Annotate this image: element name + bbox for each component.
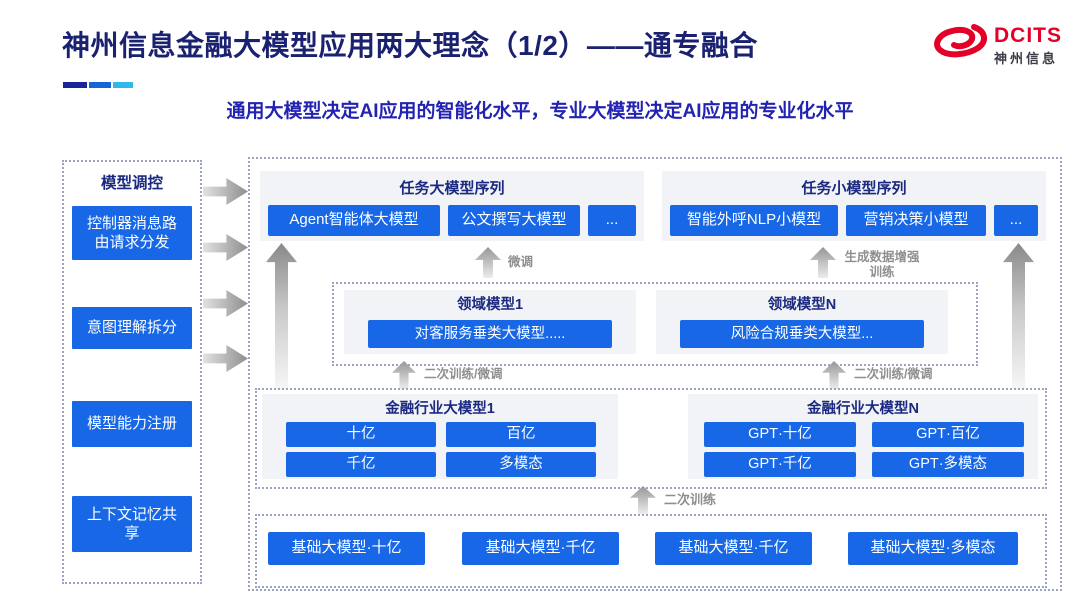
retrain-ft-left-label: 二次训练/微调: [424, 367, 503, 381]
industry-right-header: 金融行业大模型N: [807, 401, 919, 417]
dcits-company-text: 神州信息: [994, 51, 1059, 66]
agent-model-button: Agent智能体大模型: [268, 205, 440, 236]
task-large-more-button: ...: [588, 205, 636, 236]
sidebar-flow-arrow-2-icon: [203, 234, 248, 261]
retrain-ft-right-label: 二次训练/微调: [854, 367, 933, 381]
industry1-100b-button: 千亿: [286, 452, 436, 477]
sidebar-header: 模型调控: [100, 175, 163, 192]
document-writing-model-button: 公文撰写大模型: [448, 205, 580, 236]
industryN-gpt-10b-button: GPT·百亿: [872, 422, 1024, 447]
industryN-gpt-100b-button: GPT·千亿: [704, 452, 856, 477]
industryN-gpt-1b-button: GPT·十亿: [704, 422, 856, 447]
sidebar: 模型调控 控制器消息路由请求分发 意图理解拆分 模型能力注册 上下文记忆共享: [62, 160, 202, 584]
industry1-1b-button: 十亿: [286, 422, 436, 447]
industry-left-header: 金融行业大模型1: [385, 401, 495, 417]
marketing-decision-model-button: 营销决策小模型: [846, 205, 986, 236]
subtitle: 通用大模型决定AI应用的智能化水平，专业大模型决定AI应用的专业化水平: [226, 101, 854, 122]
base-model-1b-button: 基础大模型·十亿: [268, 532, 425, 565]
industry1-multimodal-button: 多模态: [446, 452, 596, 477]
domain-models-box: [332, 282, 978, 366]
title-accent-navy: [63, 82, 87, 88]
main-architecture-box: [248, 157, 1062, 591]
sidebar-item-intent-split: 意图理解拆分: [72, 307, 192, 349]
title-accent-blue: [89, 82, 111, 88]
task-small-header: 任务小模型序列: [801, 180, 907, 197]
task-small-more-button: ...: [994, 205, 1038, 236]
sidebar-item-message-routing: 控制器消息路由请求分发: [72, 206, 192, 260]
dcits-logo-icon: [928, 20, 990, 66]
domain-left-header: 领域模型1: [456, 297, 524, 313]
sidebar-item-context-memory: 上下文记忆共享: [72, 496, 192, 552]
dcits-brand-text: DCITS: [994, 24, 1062, 47]
customer-service-model-button: 对客服务垂类大模型.....: [368, 320, 612, 348]
base-model-100b-2-button: 基础大模型·千亿: [655, 532, 812, 565]
risk-compliance-model-button: 风险合规垂类大模型...: [680, 320, 924, 348]
sidebar-flow-arrow-3-icon: [203, 290, 248, 317]
outbound-nlp-model-button: 智能外呼NLP小模型: [670, 205, 838, 236]
sidebar-flow-arrow-4-icon: [203, 345, 248, 372]
base-model-100b-button: 基础大模型·千亿: [462, 532, 619, 565]
sidebar-item-capability-register: 模型能力注册: [72, 401, 192, 447]
title-accent-cyan: [113, 82, 133, 88]
retrain-label: 二次训练: [664, 492, 717, 507]
page-title: 神州信息金融大模型应用两大理念（1/2）——通专融合: [62, 30, 758, 61]
industryN-gpt-multimodal-button: GPT·多模态: [872, 452, 1024, 477]
sidebar-flow-arrow-1-icon: [203, 178, 248, 205]
industry-models-box: [255, 388, 1047, 489]
gen-data-label: 生成数据增强训练: [844, 250, 920, 279]
task-large-header: 任务大模型序列: [399, 180, 505, 197]
industry1-10b-button: 百亿: [446, 422, 596, 447]
base-model-multimodal-button: 基础大模型·多模态: [848, 532, 1018, 565]
finetune-label: 微调: [508, 255, 534, 269]
domain-right-header: 领域模型N: [767, 297, 837, 313]
base-models-box: [255, 514, 1047, 588]
